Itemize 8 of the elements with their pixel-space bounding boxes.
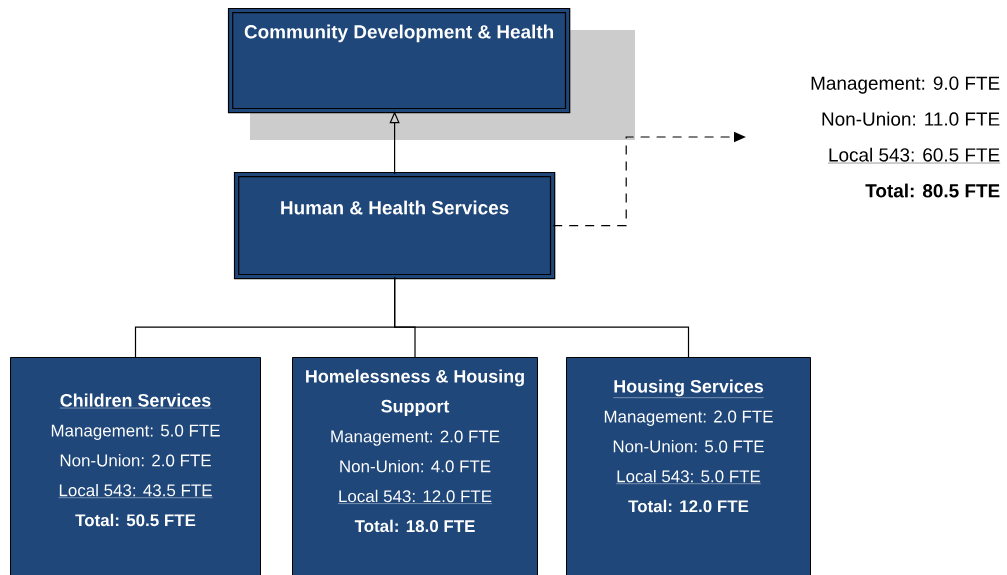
unit-box: Housing Services Management: 2.0 FTE Non-Union: 5.0 FTE Local 543: 5.0 FTE Total: 12.0 FTE xyxy=(566,357,811,575)
org-box: Community Development & Health xyxy=(227,7,571,114)
unit-box: Homelessness & Housing Support Management: 2.0 FTE Non-Union: 4.0 FTE Local 543: 12.0 FTE Total: 18.0 FTE xyxy=(292,357,538,575)
fte-summary: Management: 9.0 FTE Non-Union: 11.0 FTE Local 543: 60.5 FTE Total: 80.5 FTE xyxy=(811,76,1001,198)
org-box: Human & Health Services xyxy=(233,171,556,280)
unit-box: Children Services Management: 5.0 FTE Non-Union: 2.0 FTE Local 543: 43.5 FTE Total: 50.5 FTE xyxy=(10,357,261,575)
connector-line xyxy=(394,276,690,358)
dashed-arrow xyxy=(552,131,746,227)
